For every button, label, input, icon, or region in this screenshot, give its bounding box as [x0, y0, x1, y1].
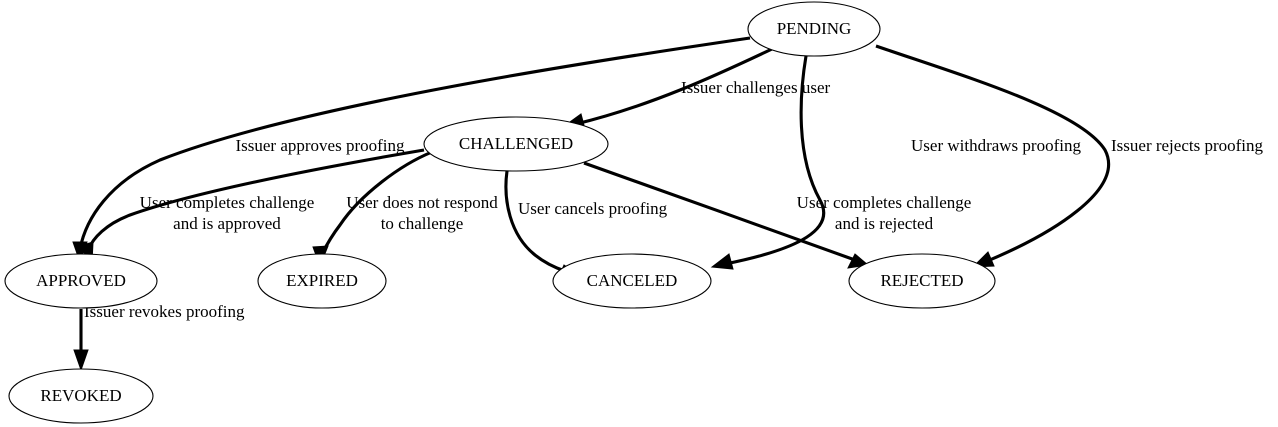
- node-rejected[interactable]: REJECTED: [848, 253, 996, 309]
- edge-pending-approved: Issuer approves proofing: [72, 36, 751, 264]
- edge-pending-rejected: Issuer rejects proofing: [875, 44, 1264, 268]
- node-ellipse-challenged[interactable]: [423, 116, 609, 172]
- node-ellipse-pending[interactable]: [747, 1, 881, 57]
- node-approved[interactable]: APPROVED: [4, 253, 158, 309]
- edge-label-challenged-expired-line2: to challenge: [381, 214, 464, 233]
- edge-label-pending-challenged: Issuer challenges user: [681, 78, 831, 97]
- edge-path-challenged-rejected: [583, 161, 856, 262]
- edge-label-challenged-rejected-line2: and is rejected: [835, 214, 934, 233]
- node-pending[interactable]: PENDING: [747, 1, 881, 57]
- node-expired[interactable]: EXPIRED: [257, 253, 387, 309]
- node-label-expired: EXPIRED: [286, 271, 358, 290]
- edge-label-pending-approved: Issuer approves proofing: [235, 136, 405, 155]
- edge-label-challenged-canceled: User cancels proofing: [518, 199, 668, 218]
- edge-label-challenged-approved-line2: and is approved: [173, 214, 281, 233]
- edge-challenged-rejected: User completes challenge and is rejected: [583, 161, 972, 269]
- edge-pending-canceled: User withdraws proofing: [710, 55, 1081, 270]
- arrow-head-approved-revoked: [73, 349, 89, 372]
- node-label-rejected: REJECTED: [880, 271, 963, 290]
- node-label-pending: PENDING: [777, 19, 852, 38]
- node-revoked[interactable]: REVOKED: [8, 368, 154, 424]
- edge-label-pending-rejected: Issuer rejects proofing: [1111, 136, 1264, 155]
- edge-path-challenged-approved: [86, 148, 425, 251]
- node-canceled[interactable]: CANCELED: [552, 253, 712, 309]
- node-ellipse-revoked[interactable]: [8, 368, 154, 424]
- edge-approved-revoked: Issuer revokes proofing: [73, 302, 245, 372]
- node-label-revoked: REVOKED: [40, 386, 121, 405]
- arrow-head-pending-canceled: [710, 253, 734, 270]
- node-ellipse-expired[interactable]: [257, 253, 387, 309]
- edge-path-pending-challenged: [575, 47, 773, 126]
- edge-challenged-expired: User does not respond to challenge: [312, 150, 498, 268]
- node-label-challenged: CHALLENGED: [459, 134, 573, 153]
- edge-path-pending-canceled: [724, 55, 826, 266]
- edge-path-pending-approved: [78, 36, 751, 250]
- node-label-canceled: CANCELED: [587, 271, 678, 290]
- edge-label-pending-canceled: User withdraws proofing: [911, 136, 1081, 155]
- node-ellipse-canceled[interactable]: [552, 253, 712, 309]
- edge-challenged-approved: User completes challenge and is approved: [78, 148, 425, 265]
- node-ellipse-approved[interactable]: [4, 253, 158, 309]
- edge-label-challenged-expired-line1: User does not respond: [346, 193, 498, 212]
- edge-label-approved-revoked: Issuer revokes proofing: [84, 302, 245, 321]
- edge-path-challenged-canceled: [504, 170, 566, 273]
- edge-path-pending-rejected: [875, 44, 1111, 264]
- node-challenged[interactable]: CHALLENGED: [423, 116, 609, 172]
- node-label-approved: APPROVED: [36, 271, 126, 290]
- edge-pending-challenged: Issuer challenges user: [561, 47, 831, 130]
- edge-label-challenged-approved-line1: User completes challenge: [140, 193, 315, 212]
- node-ellipse-rejected[interactable]: [848, 253, 996, 309]
- edge-label-challenged-rejected-line1: User completes challenge: [797, 193, 972, 212]
